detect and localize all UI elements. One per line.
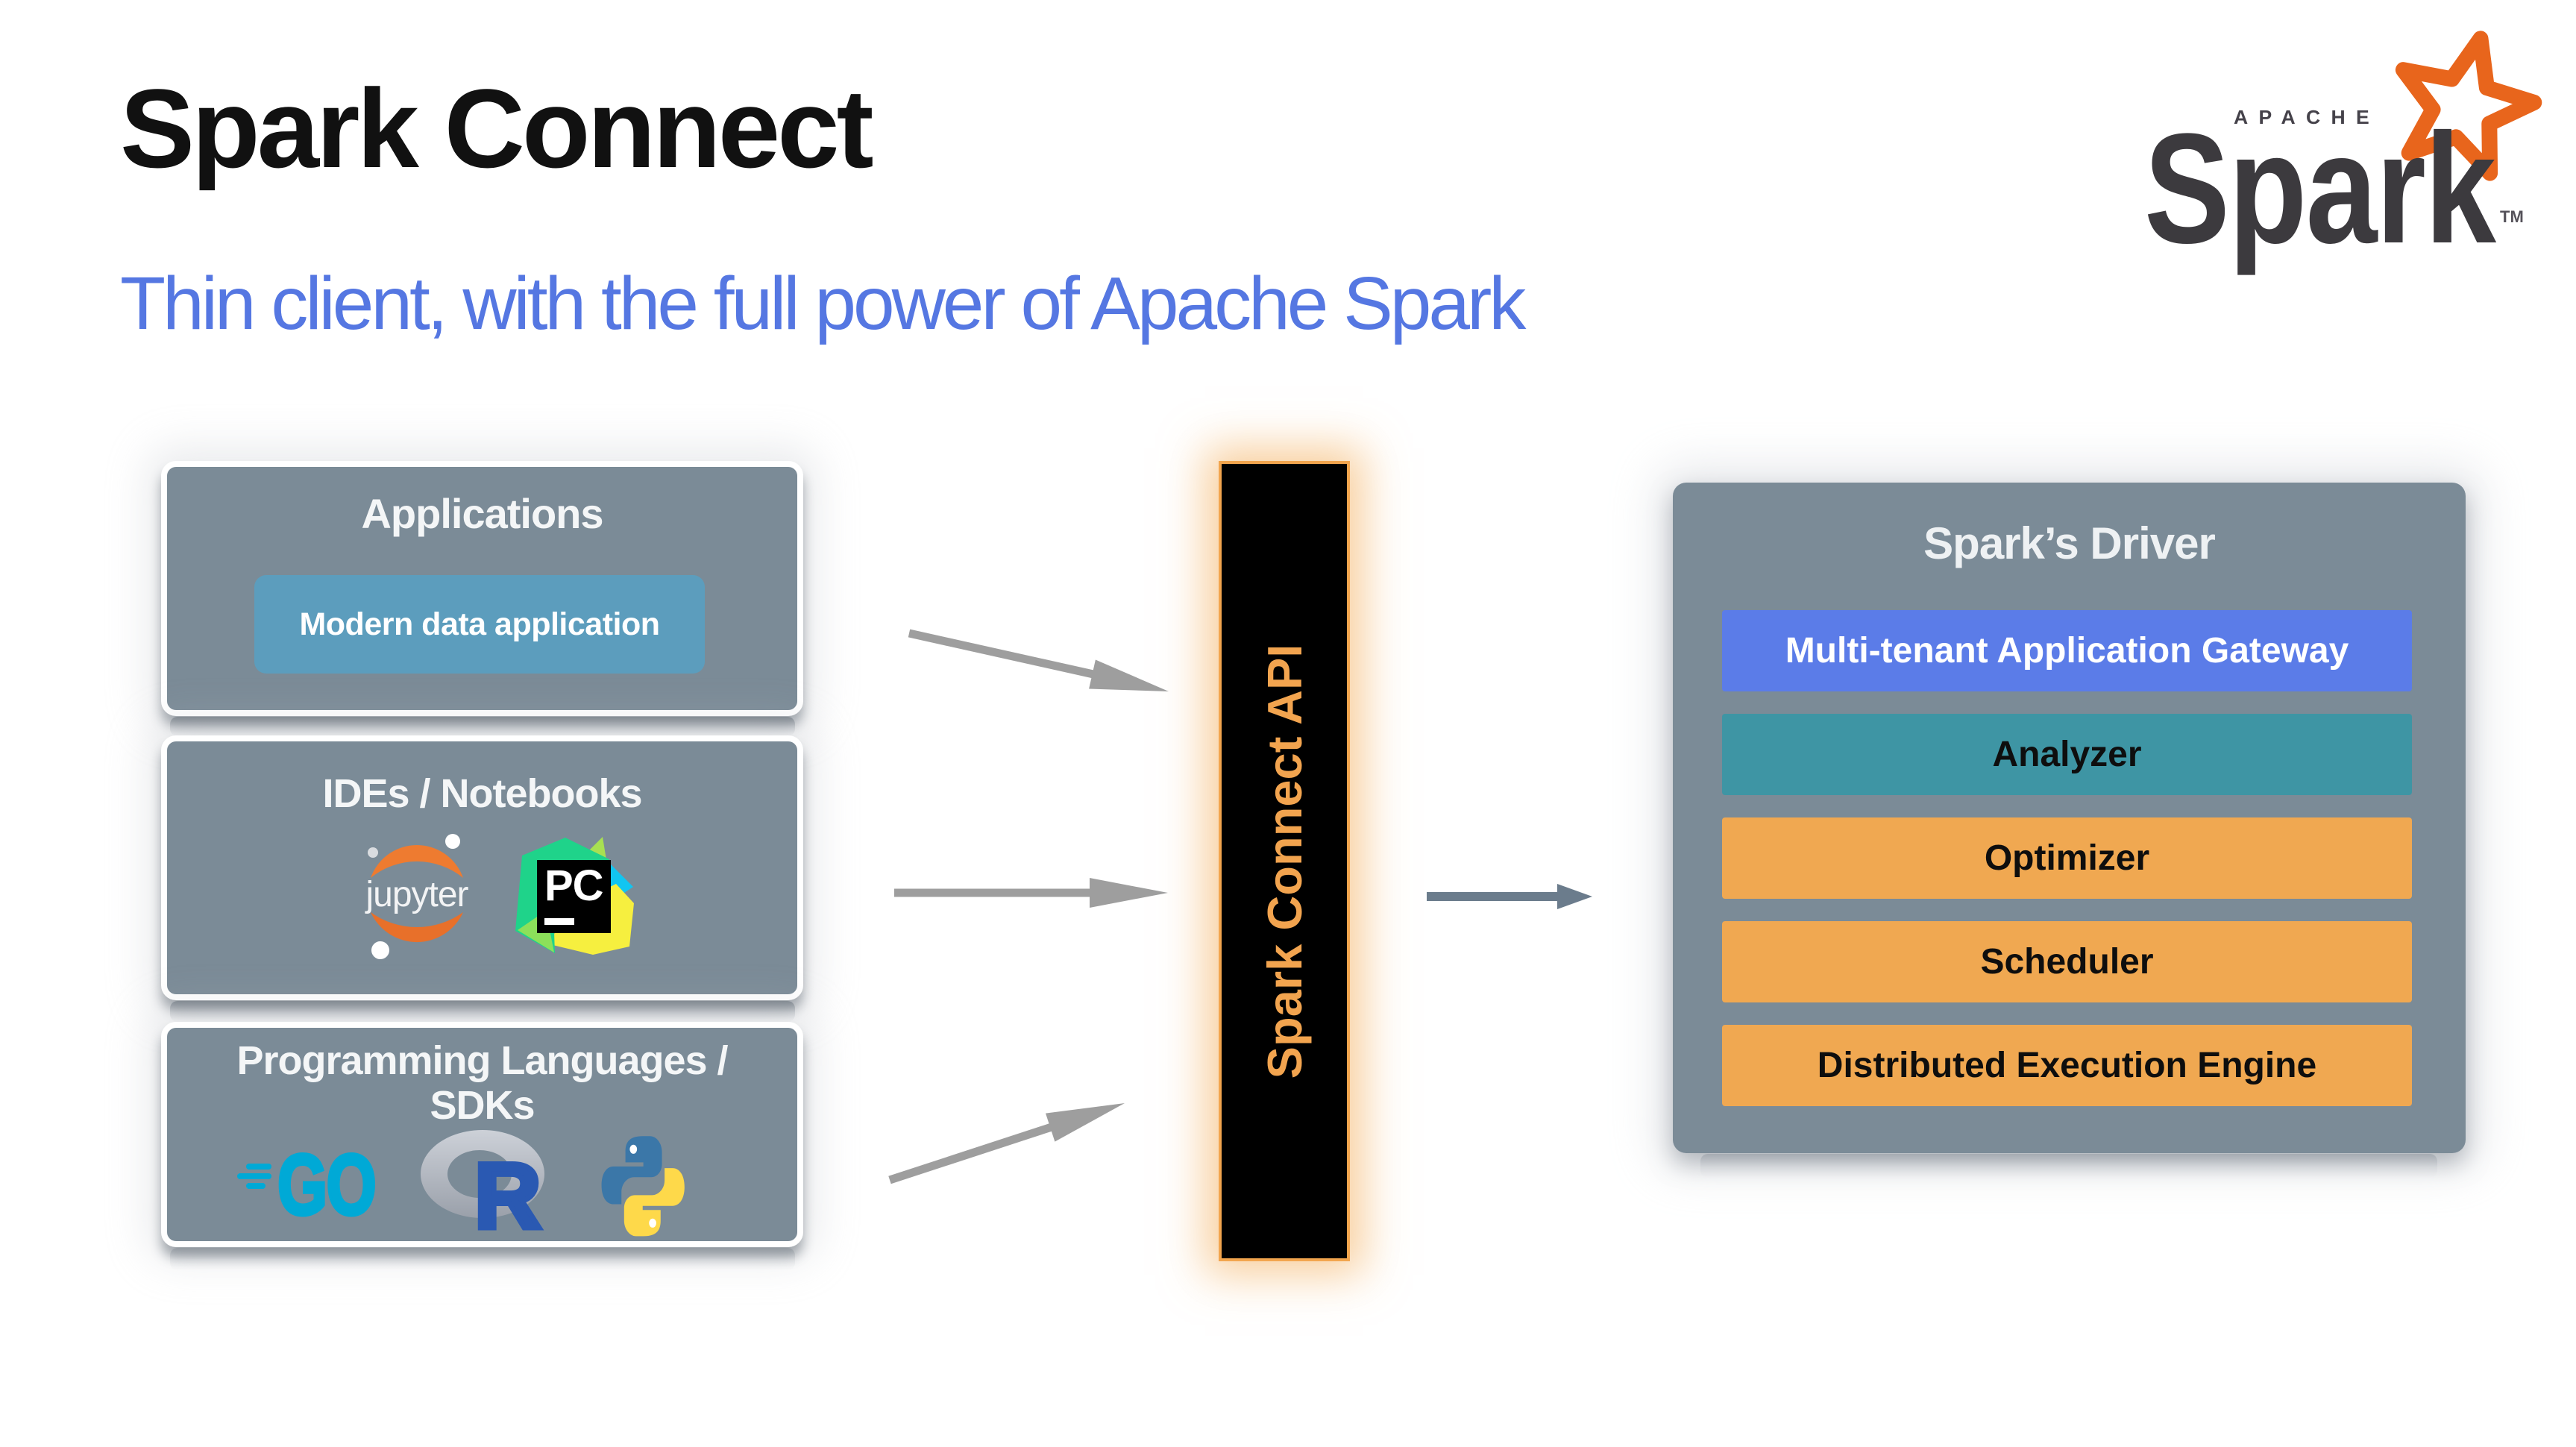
- svg-text:Spark: Spark: [2144, 101, 2496, 276]
- svg-text:TM: TM: [2500, 207, 2524, 226]
- svg-text:APACHE: APACHE: [2234, 106, 2380, 128]
